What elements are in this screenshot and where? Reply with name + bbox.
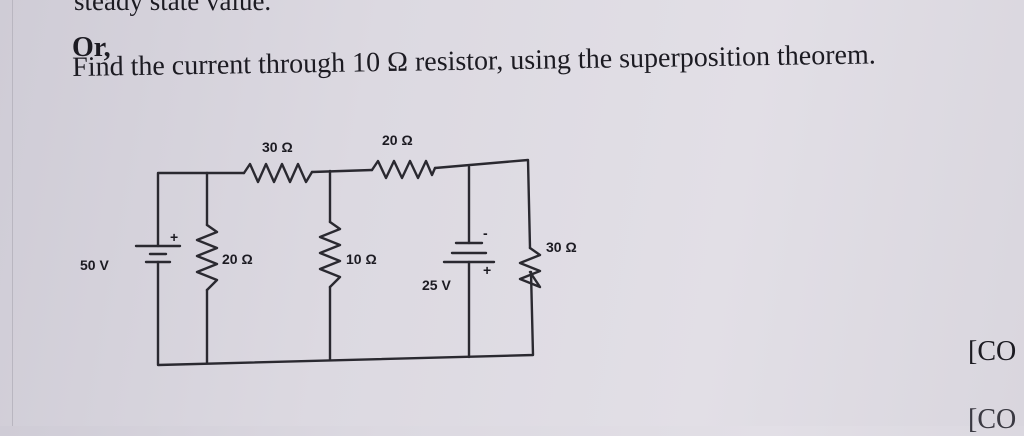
resistor-shunt-20ohm: 20 Ω (195, 223, 253, 292)
battery-50v: + 50 V (80, 229, 182, 273)
circuit-wires (156, 158, 535, 367)
resistor-top-right-20ohm: 20 Ω (370, 132, 437, 180)
or-label: Or, (72, 32, 111, 63)
page-margin-line (12, 0, 13, 426)
resistor-top-right-label: 20 Ω (382, 132, 413, 148)
previous-question-fragment: steady state value. (74, 0, 272, 16)
battery-25v-label: 25 V (422, 277, 451, 293)
battery-25v-minus: - (483, 225, 488, 241)
battery-50v-plus: + (170, 229, 178, 245)
resistor-shunt-10ohm-label: 10 Ω (346, 251, 377, 267)
resistor-top-left-label: 30 Ω (262, 139, 293, 155)
circuit-diagram: 30 Ω 20 Ω + 50 V 20 Ω 10 Ω - + 25 V 30 Ω (80, 132, 577, 367)
battery-25v-plus: + (483, 262, 491, 278)
resistor-top-left-30ohm: 30 Ω (242, 139, 314, 184)
battery-25v: - + 25 V (422, 225, 496, 293)
resistor-shunt-10ohm: 10 Ω (318, 220, 377, 289)
course-outcome-marker-cut: [CO (968, 404, 1017, 435)
resistor-shunt-30ohm: 30 Ω (518, 239, 577, 289)
battery-50v-label: 50 V (80, 257, 109, 273)
resistor-shunt-30ohm-label: 30 Ω (546, 239, 577, 255)
course-outcome-marker: [CO (968, 336, 1017, 367)
resistor-shunt-20ohm-label: 20 Ω (222, 251, 253, 267)
